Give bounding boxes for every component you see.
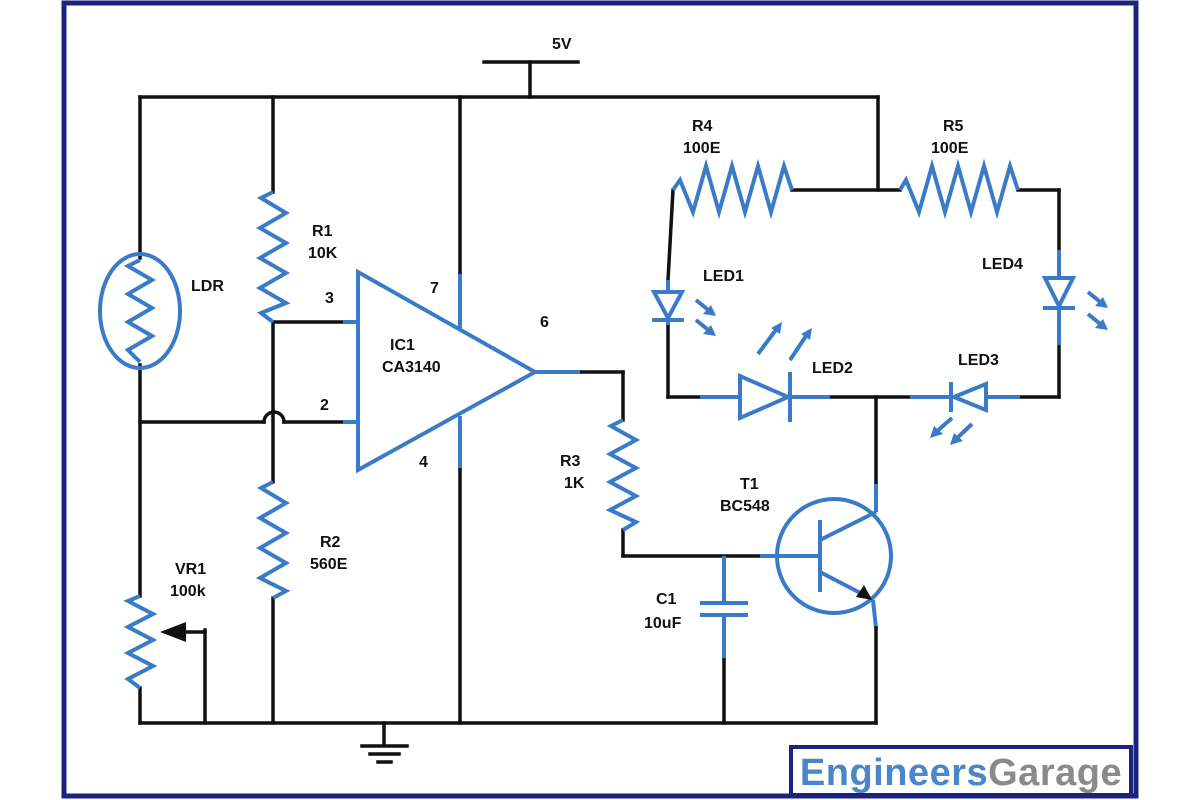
engineersgarage-logo: EngineersGarage (789, 745, 1133, 797)
supply-terminal (482, 60, 580, 99)
divider-wires (271, 95, 345, 725)
ldr-label: LDR (191, 278, 224, 295)
ic1-part-label: CA3140 (382, 359, 441, 376)
pin7-label: 7 (430, 280, 439, 297)
pin3-label: 3 (325, 290, 334, 307)
r4-resistor (671, 158, 794, 220)
logo-part-engineers: Engineers (799, 752, 989, 794)
r1-name-label: R1 (312, 223, 333, 240)
r3-value-label: 1K (564, 475, 585, 492)
diagram-frame (61, 0, 1139, 799)
c1-name-label: C1 (656, 591, 677, 608)
led2-diode (700, 322, 830, 422)
r1-value-label: 10K (308, 245, 338, 262)
r5-resistor (898, 158, 1020, 220)
c1-capacitor (700, 556, 748, 725)
ic1-name-label: IC1 (390, 337, 415, 354)
r2-resistor (255, 480, 291, 600)
ldr-symbol (98, 252, 182, 370)
r4-name-label: R4 (692, 118, 713, 135)
pin6-label: 6 (540, 314, 549, 331)
led2-label: LED2 (812, 360, 853, 377)
vr1-value-label: 100k (170, 583, 206, 600)
led3-label: LED3 (958, 352, 999, 369)
r3-resistor (605, 418, 641, 532)
ic1-opamp (343, 268, 582, 474)
vr1-potentiometer (123, 594, 207, 690)
supply-rail (138, 95, 880, 192)
led4-diode (1041, 250, 1108, 345)
vr1-name-label: VR1 (175, 561, 206, 578)
pin2-label: 2 (320, 397, 329, 414)
output-wires (580, 370, 762, 558)
r5-name-label: R5 (943, 118, 964, 135)
ground-rail (138, 721, 878, 764)
c1-value-label: 10uF (644, 615, 682, 632)
led1-label: LED1 (703, 268, 744, 285)
led4-label: LED4 (982, 256, 1023, 273)
t1-name-label: T1 (740, 476, 759, 493)
r4-value-label: 100E (683, 140, 721, 157)
led1-diode (650, 280, 716, 336)
t1-part-label: BC548 (720, 498, 770, 515)
pin4-label: 4 (419, 454, 428, 471)
supply-label: 5V (552, 36, 572, 53)
logo-wordmark: EngineersGarage (793, 749, 1129, 794)
r2-value-label: 560E (310, 556, 348, 573)
led3-diode (910, 381, 1020, 445)
r2-name-label: R2 (320, 534, 341, 551)
t1-transistor (760, 482, 893, 629)
logo-part-garage: Garage (988, 752, 1123, 794)
r3-name-label: R3 (560, 453, 581, 470)
r5-value-label: 100E (931, 140, 969, 157)
led-array-wires (666, 188, 1061, 399)
r1-resistor (255, 190, 291, 324)
